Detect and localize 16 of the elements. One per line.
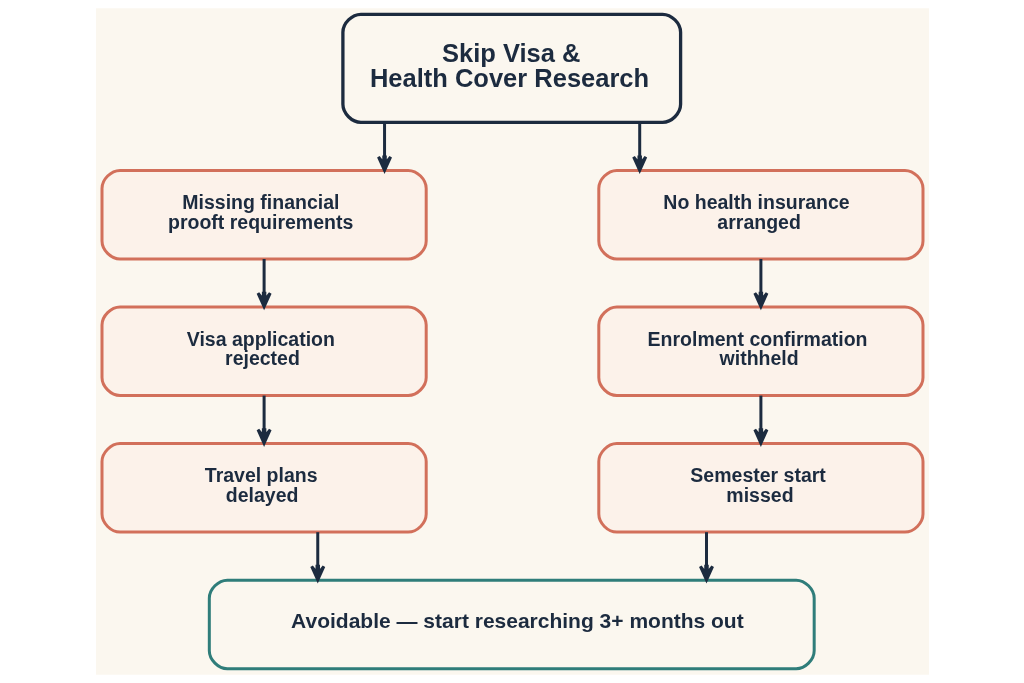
node-box: No health insurance arranged	[596, 168, 924, 261]
arrow	[752, 259, 768, 309]
arrow	[698, 532, 714, 582]
node-box: Enrolment confirmation withheld	[596, 305, 924, 398]
arrow	[309, 532, 325, 582]
node-box: Avoidable — start researching 3+ months out	[207, 578, 816, 671]
arrow	[256, 395, 272, 445]
node-box: Semester start missed	[596, 442, 924, 534]
node-box: Visa application rejected	[100, 305, 428, 398]
arrow	[631, 122, 647, 172]
arrow	[256, 259, 272, 309]
arrow	[752, 395, 768, 445]
arrow	[376, 122, 392, 172]
node-box: Missing financial prooft requirements	[100, 168, 428, 261]
node-box: Travel plans delayed	[100, 442, 428, 534]
node-box: Skip Visa & Health Cover Research	[340, 12, 682, 125]
